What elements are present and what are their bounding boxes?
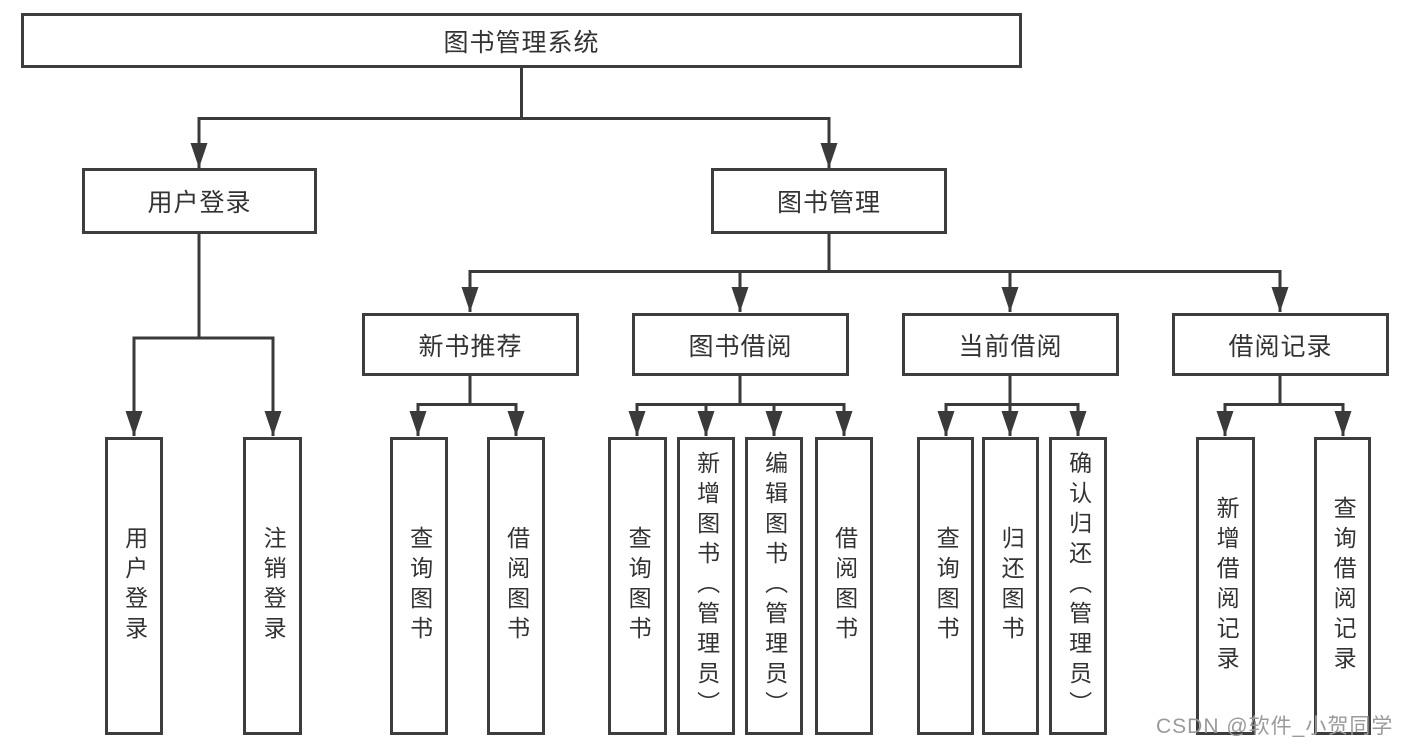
- leaf-current-query-label: 查询图书: [933, 526, 960, 646]
- node-current-borrow-label: 当前借阅: [958, 332, 1063, 361]
- node-user-login-label: 用户登录: [147, 189, 252, 217]
- node-current-borrow: 当前借阅: [902, 313, 1119, 376]
- connector-borrow-leaves: [628, 376, 853, 436]
- leaf-records-query-label: 查询借阅记录: [1330, 496, 1357, 676]
- node-book-management-label: 图书管理: [776, 189, 881, 217]
- leaf-current-confirm-admin: 确认归还（管理员）: [1049, 437, 1107, 735]
- connector-user-branch-leaves: [125, 234, 282, 436]
- node-new-book-recommend-label: 新书推荐: [418, 332, 523, 361]
- leaf-current-return-label: 归还图书: [998, 526, 1025, 646]
- leaf-borrow-book: 借阅图书: [815, 437, 873, 735]
- leaf-user-login: 用户登录: [105, 437, 163, 735]
- connector-root-to-level2: [190, 68, 838, 168]
- leaf-logout-label: 注销登录: [260, 526, 287, 646]
- leaf-borrow-query-label: 查询图书: [625, 526, 652, 646]
- connector-books-branch-groups: [461, 234, 1289, 312]
- leaf-user-login-label: 用户登录: [121, 526, 148, 646]
- node-borrow-records-label: 借阅记录: [1228, 332, 1333, 361]
- leaf-logout: 注销登录: [243, 437, 302, 735]
- leaf-borrow-edit-admin-label: 编辑图书（管理员）: [761, 451, 788, 721]
- node-book-borrow: 图书借阅: [632, 313, 849, 376]
- node-root: 图书管理系统: [21, 13, 1022, 68]
- csdn-watermark: CSDN @软件_小贺同学: [1156, 715, 1394, 738]
- leaf-records-add-label: 新增借阅记录: [1213, 496, 1240, 676]
- leaf-records-add: 新增借阅记录: [1196, 437, 1255, 735]
- node-borrow-records: 借阅记录: [1172, 313, 1389, 376]
- node-new-book-recommend: 新书推荐: [362, 313, 579, 376]
- leaf-borrow-add-admin: 新增图书（管理员）: [677, 437, 735, 735]
- leaf-records-query: 查询借阅记录: [1314, 437, 1371, 735]
- node-book-management-branch: 图书管理: [711, 168, 947, 234]
- leaf-borrow-add-admin-label: 新增图书（管理员）: [693, 451, 720, 721]
- node-user-login-branch: 用户登录: [82, 168, 317, 234]
- leaf-newbooks-query-label: 查询图书: [406, 526, 433, 646]
- connector-newbooks-leaves: [409, 376, 525, 436]
- leaf-borrow-query: 查询图书: [608, 437, 667, 735]
- connector-current-leaves: [937, 376, 1087, 436]
- leaf-current-confirm-admin-label: 确认归还（管理员）: [1065, 451, 1092, 721]
- leaf-newbooks-borrow-label: 借阅图书: [503, 526, 530, 646]
- leaf-borrow-book-label: 借阅图书: [831, 526, 858, 646]
- leaf-current-query: 查询图书: [917, 437, 974, 735]
- leaf-newbooks-borrow: 借阅图书: [487, 437, 545, 735]
- node-book-borrow-label: 图书借阅: [688, 332, 793, 361]
- leaf-current-return: 归还图书: [982, 437, 1039, 735]
- leaf-newbooks-query: 查询图书: [390, 437, 448, 735]
- connector-records-leaves: [1216, 376, 1352, 436]
- leaf-borrow-edit-admin: 编辑图书（管理员）: [745, 437, 803, 735]
- node-root-label: 图书管理系统: [443, 28, 600, 57]
